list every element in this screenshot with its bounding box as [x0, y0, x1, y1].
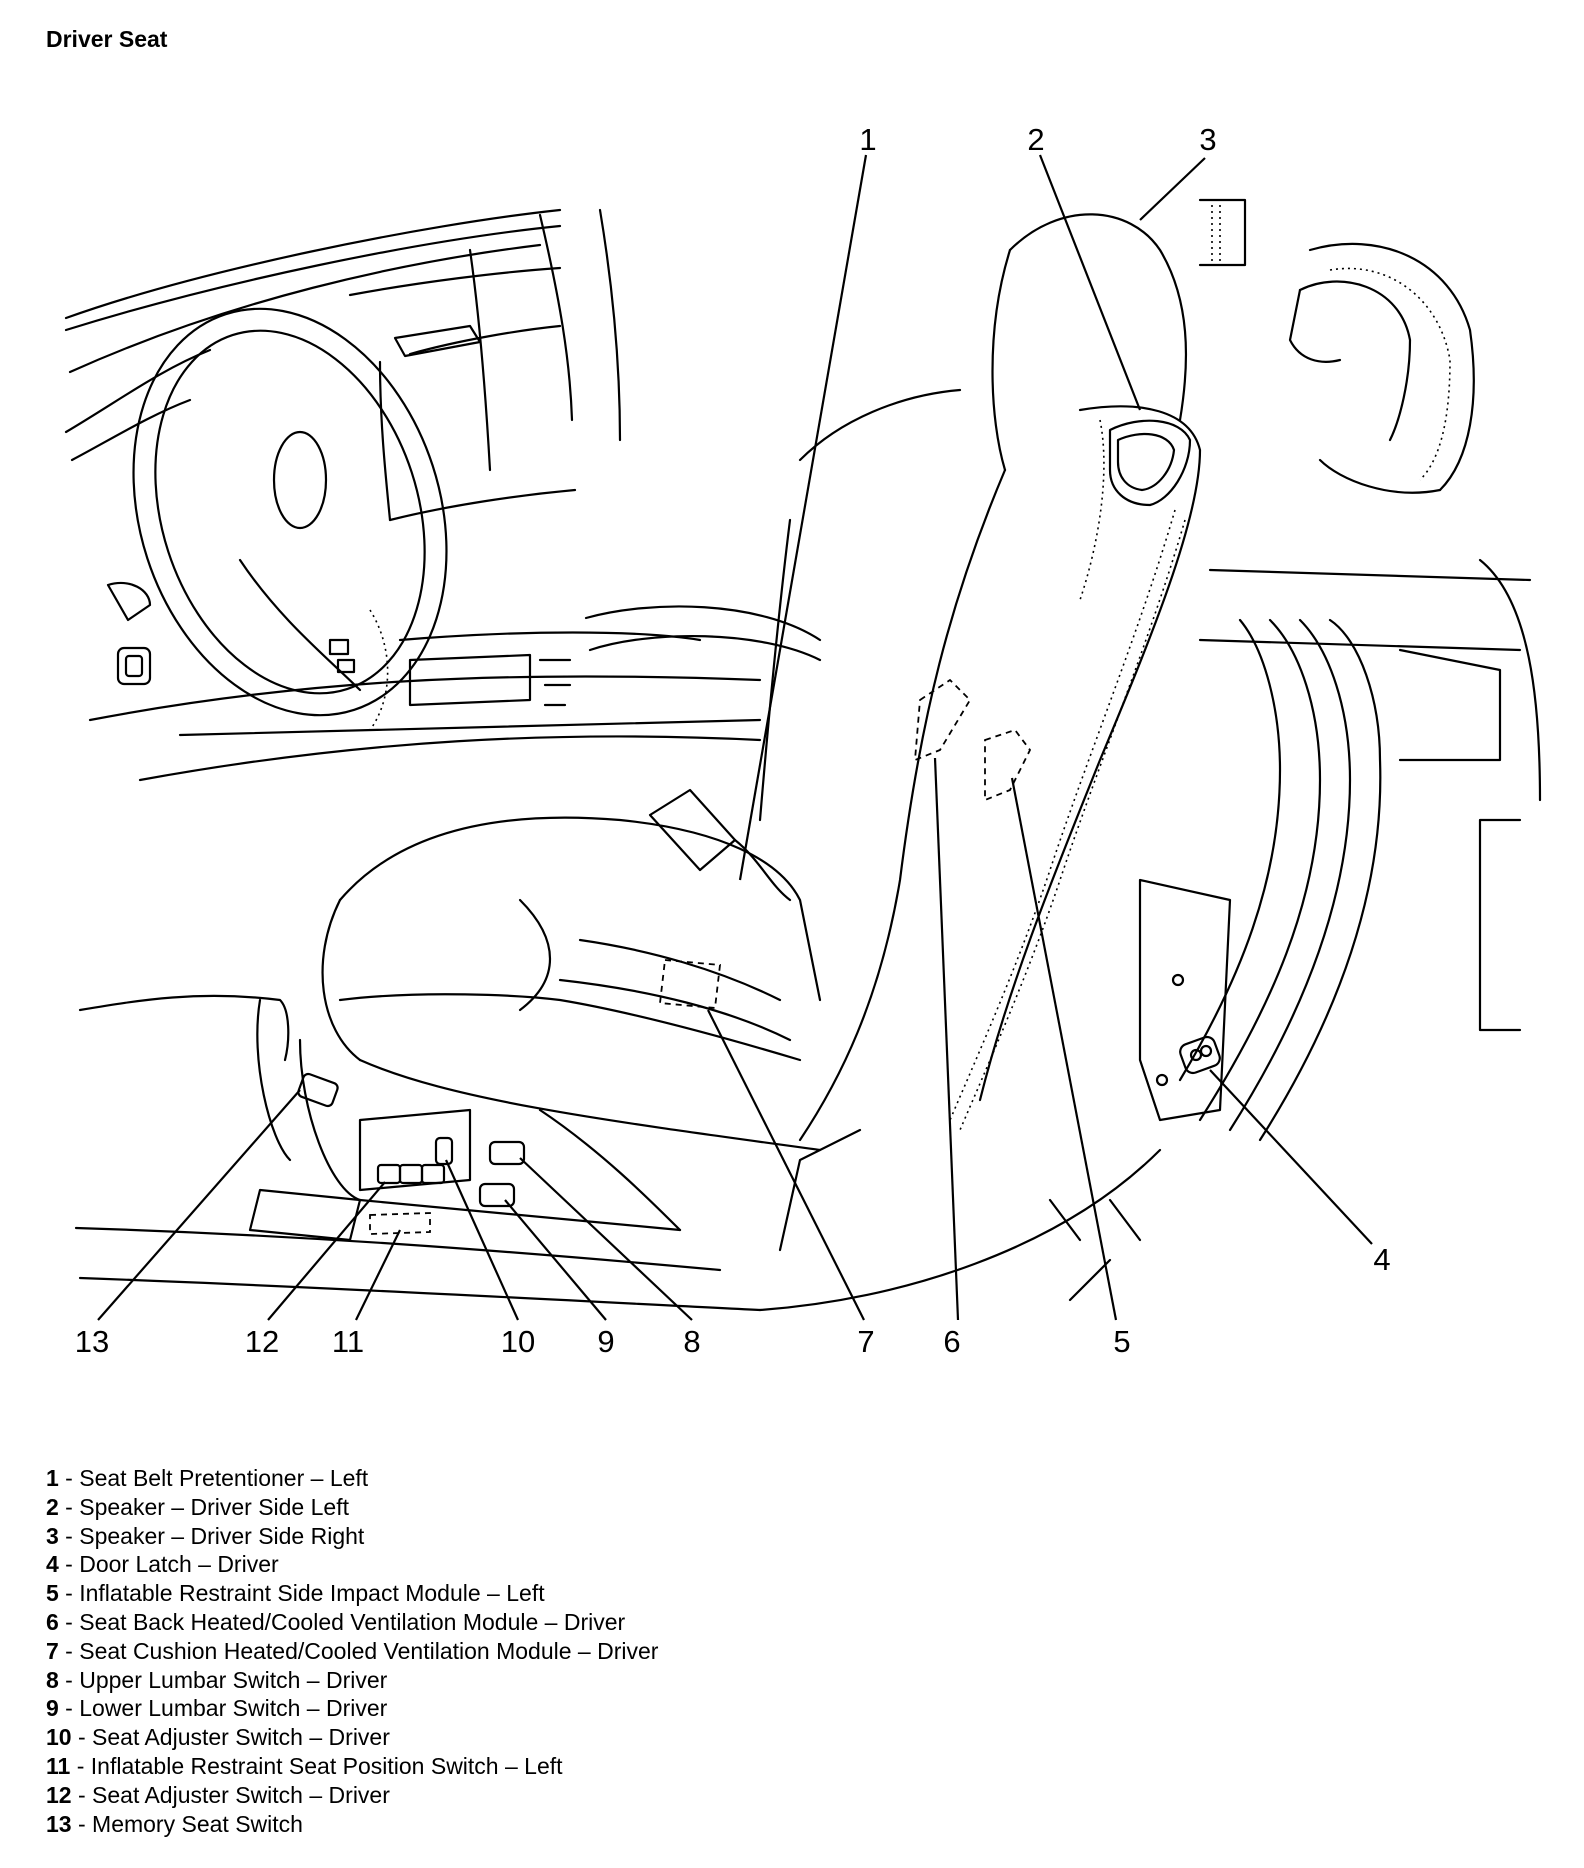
legend-text: - Seat Adjuster Switch – Driver	[71, 1781, 390, 1808]
callout-9: 9	[597, 1324, 614, 1359]
legend-item: 1 - Seat Belt Pretentioner – Left	[46, 1464, 658, 1493]
legend-number: 8	[46, 1666, 59, 1693]
legend-number: 5	[46, 1580, 59, 1607]
legend-number: 3	[46, 1522, 59, 1549]
legend-number: 13	[46, 1810, 72, 1837]
legend-number: 10	[46, 1724, 72, 1751]
legend-text: - Inflatable Restraint Seat Position Swi…	[70, 1752, 563, 1779]
legend-item: 6 - Seat Back Heated/Cooled Ventilation …	[46, 1608, 658, 1637]
callout-1: 1	[859, 122, 876, 157]
seat-illustration: 1 2 3 4 5 6 7 8 9 10 11 12 13	[0, 60, 1584, 1380]
seat-line-drawing: 1 2 3 4 5 6 7 8 9 10 11 12 13	[64, 122, 1542, 1359]
callout-leaders	[97, 154, 1373, 1321]
legend-item: 8 - Upper Lumbar Switch – Driver	[46, 1666, 658, 1695]
legend-text: - Seat Back Heated/Cooled Ventilation Mo…	[58, 1608, 626, 1635]
dashboard-drawing	[64, 208, 822, 902]
legend-text: - Door Latch – Driver	[58, 1551, 279, 1578]
legend-text: - Seat Belt Pretentioner – Left	[58, 1465, 369, 1491]
seat-back-drawing	[758, 213, 1202, 1142]
legend-number: 7	[46, 1637, 59, 1664]
legend-item: 11 - Inflatable Restraint Seat Position …	[46, 1752, 658, 1781]
legend-item: 3 - Speaker – Driver Side Right	[46, 1522, 658, 1551]
door-drawing	[1138, 198, 1542, 1142]
legend-number: 2	[46, 1493, 59, 1520]
legend-text: - Upper Lumbar Switch – Driver	[58, 1666, 388, 1693]
legend-number: 11	[46, 1752, 71, 1779]
legend-number: 1	[46, 1465, 59, 1491]
legend-item: 2 - Speaker – Driver Side Left	[46, 1493, 658, 1522]
callout-11: 11	[332, 1324, 364, 1359]
legend-number: 4	[46, 1551, 59, 1578]
legend-item: 9 - Lower Lumbar Switch – Driver	[46, 1694, 658, 1723]
legend-text: - Lower Lumbar Switch – Driver	[58, 1695, 388, 1722]
callout-6: 6	[943, 1324, 960, 1359]
callout-5: 5	[1113, 1324, 1130, 1359]
legend-item: 5 - Inflatable Restraint Side Impact Mod…	[46, 1579, 658, 1608]
callout-3: 3	[1199, 122, 1216, 157]
callout-labels: 1 2 3 4 5 6 7 8 9 10 11 12 13	[75, 122, 1391, 1359]
legend-item: 7 - Seat Cushion Heated/Cooled Ventilati…	[46, 1637, 658, 1666]
legend-item: 10 - Seat Adjuster Switch – Driver	[46, 1723, 658, 1752]
legend-text: - Seat Adjuster Switch – Driver	[71, 1724, 390, 1751]
legend-item: 4 - Door Latch – Driver	[46, 1550, 658, 1579]
legend-text: - Speaker – Driver Side Right	[58, 1522, 365, 1549]
legend-number: 9	[46, 1695, 59, 1722]
legend-number: 12	[46, 1781, 72, 1808]
legend-number: 6	[46, 1608, 59, 1635]
callout-2: 2	[1027, 122, 1044, 157]
callout-12: 12	[245, 1324, 279, 1359]
callout-4: 4	[1373, 1242, 1390, 1277]
callout-7: 7	[857, 1324, 874, 1359]
legend-text: - Memory Seat Switch	[71, 1810, 303, 1837]
page-title: Driver Seat	[46, 26, 168, 52]
component-legend: 1 - Seat Belt Pretentioner – Left 2 - Sp…	[46, 1464, 658, 1838]
legend-text: - Seat Cushion Heated/Cooled Ventilation…	[58, 1637, 659, 1664]
callout-13: 13	[75, 1324, 109, 1359]
legend-item: 13 - Memory Seat Switch	[46, 1810, 658, 1839]
legend-item: 12 - Seat Adjuster Switch – Driver	[46, 1781, 658, 1810]
legend-text: - Speaker – Driver Side Left	[58, 1493, 349, 1520]
callout-10: 10	[501, 1324, 535, 1359]
legend-text: - Inflatable Restraint Side Impact Modul…	[58, 1580, 545, 1607]
seat-cushion-drawing	[74, 816, 1162, 1312]
callout-8: 8	[683, 1324, 700, 1359]
